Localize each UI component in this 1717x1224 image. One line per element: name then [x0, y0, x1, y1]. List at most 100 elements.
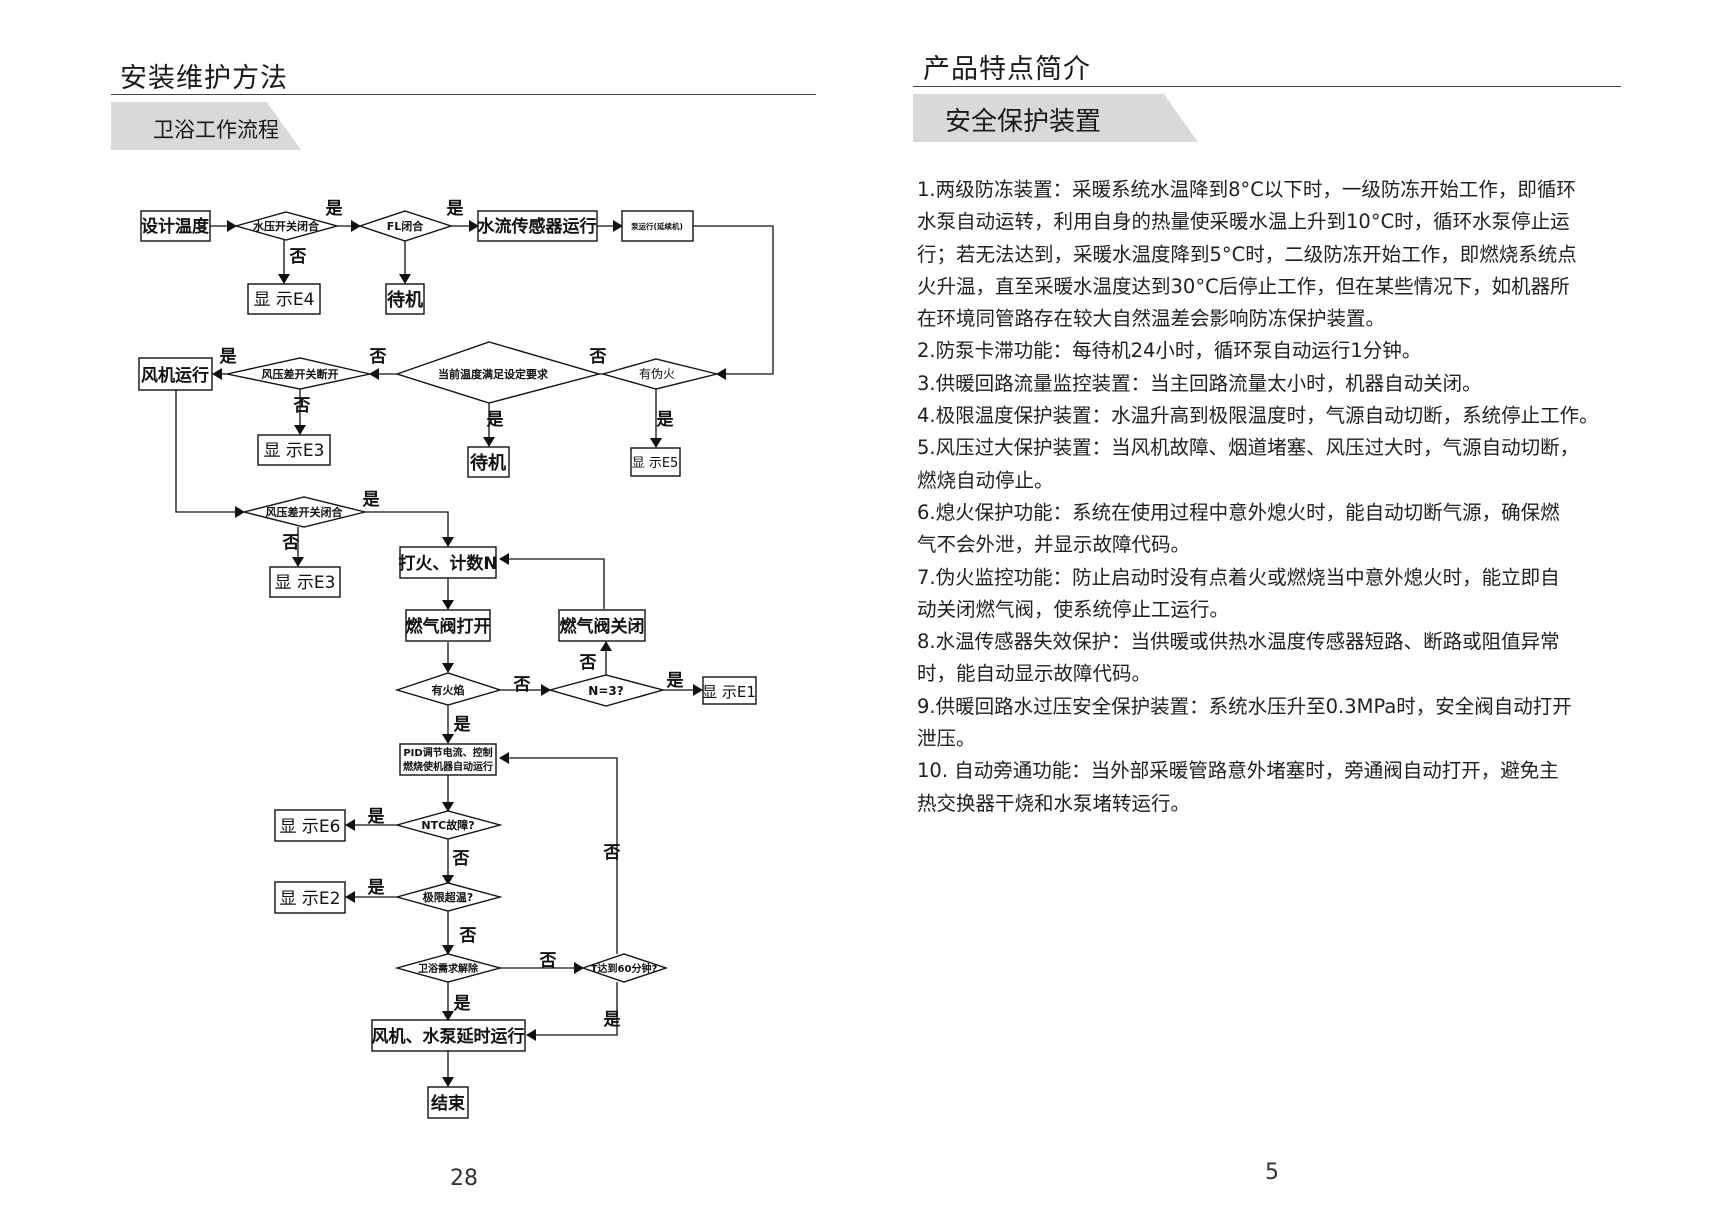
connector [365, 511, 454, 547]
flowchart-decisions [226, 210, 718, 983]
node-ignite: 打火、计数N [398, 553, 497, 574]
feature-line: 8.水温传感器失效保护：当供暖或供热水温度传感器短路、断路或阻值异常 [917, 630, 1560, 654]
label-yes: 是 [363, 490, 380, 510]
label-yes: 是 [657, 410, 674, 430]
box-gas-close [558, 609, 646, 642]
decision-n-check [547, 674, 666, 707]
decision-ntc-fault [394, 810, 503, 840]
label-no: 否 [539, 951, 557, 971]
box-show-e3-b [269, 566, 341, 598]
label-no: 否 [579, 653, 597, 673]
left-page-number: 28 [450, 1166, 478, 1191]
feature-line: 气不会外泄，并显示故障代码。 [917, 533, 1191, 557]
node-t60: T达到60分钟? [591, 962, 658, 975]
feature-line: 时，能自动显示故障代码。 [917, 662, 1152, 686]
flowchart-boxes [138, 210, 757, 1119]
decision-bath-release [394, 953, 503, 983]
connector [499, 553, 605, 609]
node-air-switch-closed: 风压差开关闭合 [266, 505, 344, 519]
node-delay-run: 风机、水泵延时运行 [372, 1026, 525, 1047]
right-section-tab: 安全保护装置 [913, 94, 1198, 142]
feature-line: 行；若无法达到，采暖水温度降到5°C时，二级防冻开始工作，即燃烧系统点 [917, 242, 1577, 266]
label-yes: 是 [220, 347, 237, 367]
feature-line: 在环境同管路存在较大自然温差会影响防冻保护装置。 [917, 307, 1386, 331]
label-yes: 是 [454, 715, 471, 735]
node-flow-sensor: 水流传感器运行 [478, 216, 597, 237]
node-show-e2: 显 示E2 [280, 889, 341, 909]
decision-water-pressure-switch [233, 211, 340, 241]
label-no: 否 [589, 347, 607, 367]
feature-line: 燃烧自动停止。 [917, 468, 1054, 492]
feature-line: 3.供暖回路流量监控装置：当主回路流量太小时，机器自动关闭。 [917, 371, 1482, 395]
label-yes: 是 [326, 199, 343, 219]
box-set-temp [140, 210, 211, 242]
label-no: 否 [293, 396, 311, 416]
box-flow-sensor [477, 210, 598, 242]
flowchart-branch-labels: 是 是 否 是 否 否 否 是 是 是 否 否 否 是 是 是 否 是 否 否 … [220, 199, 684, 1030]
feature-line: 热交换器干烧和水泵堵转运行。 [917, 791, 1191, 815]
feature-line: 火升温，直至采暖水温度达到30°C后停止工作，但在某些情况下，如机器所 [917, 274, 1570, 298]
node-gas-close: 燃气阀关闭 [560, 616, 645, 637]
feature-line: 6.熄火保护功能：系统在使用过程中意外熄火时，能自动切断气源，确保燃 [917, 500, 1560, 524]
label-no: 否 [459, 926, 477, 946]
node-pump-run: 泵运行(延续机) [631, 221, 683, 231]
node-over-temp: 极限超温? [423, 890, 473, 904]
connector [526, 982, 618, 1041]
decision-fl-closed [357, 210, 454, 242]
right-section-tab-label: 安全保护装置 [945, 107, 1102, 137]
left-title-rule [111, 94, 816, 95]
left-section-tab-label: 卫浴工作流程 [153, 118, 279, 142]
box-ignite [399, 546, 497, 579]
box-show-e2 [274, 881, 346, 914]
label-no: 否 [513, 675, 531, 695]
decision-has-flame [394, 672, 503, 706]
box-show-e5 [630, 447, 681, 477]
label-yes: 是 [368, 878, 385, 898]
node-show-e4: 显 示E4 [254, 290, 315, 310]
node-show-e1: 显 示E1 [702, 683, 756, 701]
flowchart-node-texts: 设计温度 水压开关闭合 FL闭合 水流传感器运行 泵运行(延续机) 显 示E4 … [141, 216, 756, 1114]
label-no: 否 [603, 843, 621, 863]
box-pid [399, 743, 497, 776]
node-pid-line2: 燃烧使机器自动运行 [403, 760, 493, 773]
feature-line: 10. 自动旁通功能：当外部采暖管路意外堵塞时，旁通阀自动打开，避免主 [917, 759, 1559, 783]
label-no: 否 [289, 247, 307, 267]
feature-line: 动关闭燃气阀，使系统停止工运行。 [917, 597, 1230, 621]
feature-line: 1.两级防冻装置：采暖系统水温降到8°C以下时，一级防冻开始工作，即循环 [917, 178, 1576, 201]
box-delay-run [371, 1019, 526, 1052]
flowchart-connectors [175, 220, 774, 1087]
label-yes: 是 [604, 1010, 621, 1030]
node-ntc-fault: NTC故障? [421, 818, 474, 832]
node-gas-open: 燃气阀打开 [406, 616, 491, 637]
box-pump-run [621, 210, 694, 242]
feature-line: 9.供暖回路水过压安全保护装置：系统水压升至0.3MPa时，安全阀自动打开 [917, 694, 1572, 718]
box-standby-1 [385, 283, 425, 315]
box-show-e6 [274, 809, 346, 842]
box-show-e4 [247, 283, 321, 315]
label-no: 否 [369, 347, 387, 367]
feature-line: 水泵自动运转，利用自身的热量使采暖水温上升到10°C时，循环水泵停止运 [917, 210, 1570, 234]
label-yes: 是 [667, 671, 684, 691]
feature-line: 泄压。 [917, 727, 976, 751]
label-yes: 是 [454, 994, 471, 1014]
label-yes: 是 [447, 199, 464, 219]
connector [693, 225, 774, 380]
decision-over-temp [394, 882, 503, 912]
node-standby-2: 待机 [470, 452, 506, 474]
box-fan-run [138, 357, 213, 391]
feature-line: 2.防泵卡滞功能：每待机24小时，循环泵自动运行1分钟。 [917, 339, 1422, 363]
left-page-title: 安装维护方法 [120, 63, 288, 94]
decision-temp-check [394, 341, 602, 404]
node-has-flame: 有火焰 [432, 683, 465, 697]
node-show-e3-a: 显 示E3 [264, 441, 325, 461]
box-gas-open [405, 609, 491, 642]
label-no: 否 [282, 533, 300, 553]
right-page-number: 5 [1265, 1160, 1279, 1185]
box-show-e3-a [257, 434, 331, 466]
node-end: 结束 [431, 1093, 465, 1114]
box-end [427, 1086, 469, 1119]
label-yes: 是 [487, 410, 504, 430]
decision-air-switch-closed [243, 496, 366, 528]
left-section-tab: 卫浴工作流程 [111, 102, 301, 150]
